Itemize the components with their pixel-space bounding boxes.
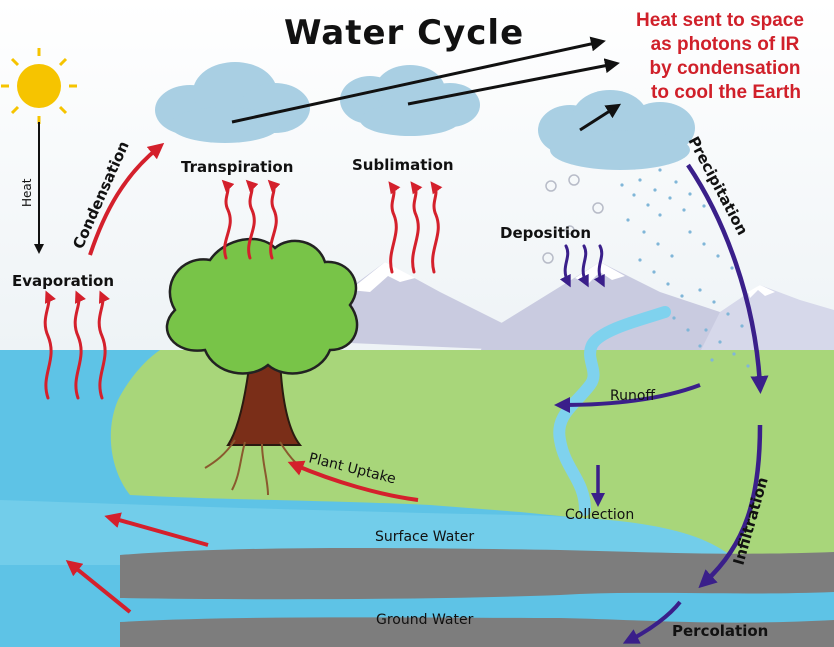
- transpiration-label: Transpiration: [181, 158, 293, 176]
- condensation-arrow: [88, 142, 165, 256]
- runoff-arrow: [554, 383, 701, 413]
- surface-water-arrow-upper: [104, 512, 209, 547]
- heat-label: Heat: [20, 178, 34, 207]
- percolation-arrow: [622, 600, 682, 644]
- transpiration-arrows: [221, 179, 281, 260]
- percolation-label: Percolation: [672, 622, 768, 640]
- deposition-arrows: [559, 244, 605, 288]
- deposition-label: Deposition: [500, 224, 591, 242]
- sublimation-arrows: [388, 181, 443, 274]
- ground-water-label: Ground Water: [376, 612, 474, 628]
- precipitation-arrow: [686, 163, 769, 394]
- land: [110, 350, 834, 560]
- ir-arrows: [231, 36, 622, 132]
- rain-drops: [620, 168, 750, 368]
- collection-label: Collection: [565, 507, 634, 523]
- evaporation-label: Evaporation: [12, 272, 114, 290]
- surface-water-band: [0, 500, 834, 565]
- river: [553, 306, 671, 516]
- note-line-1: Heat sent to space: [636, 10, 804, 31]
- page-title: Water Cycle: [284, 13, 524, 53]
- note-line-4: to cool the Earth: [651, 82, 801, 103]
- note-line-3: by condensation: [650, 58, 801, 79]
- cloud-left: [155, 62, 310, 143]
- tree-icon: [165, 237, 359, 496]
- snowflakes-icon: [542, 174, 604, 264]
- surface-water-arrow-lower: [65, 559, 132, 614]
- plant-uptake-arrow: [287, 460, 419, 502]
- ir-note: Heat sent to space as photons of IR by c…: [636, 10, 804, 103]
- evaporation-arrows: [43, 290, 110, 400]
- infiltration-arrow: [698, 424, 763, 589]
- note-line-2: as photons of IR: [651, 34, 800, 55]
- sun-icon: [1, 48, 77, 124]
- surface-water-label: Surface Water: [375, 529, 474, 545]
- sublimation-label: Sublimation: [352, 156, 454, 174]
- rock-layer-upper: [120, 547, 834, 600]
- runoff-label: Runoff: [610, 388, 655, 404]
